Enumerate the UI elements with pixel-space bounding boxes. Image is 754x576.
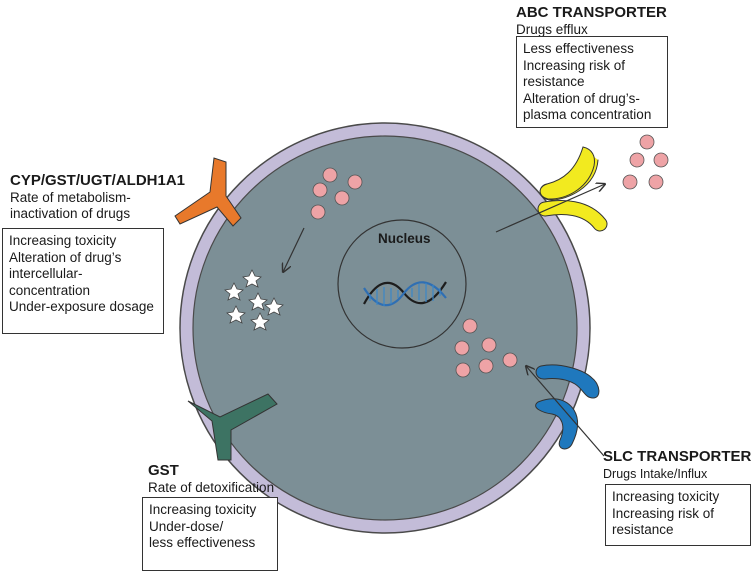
cyp-effect-line: concentration (9, 282, 91, 298)
abc-effect-line: resistance (523, 74, 585, 89)
gst-enzyme-icon (187, 393, 278, 461)
nucleus (337, 219, 467, 349)
abc-effects-box: Less effectiveness Increasing risk of re… (516, 36, 668, 128)
gst-effect-line: Under-dose/ (149, 518, 224, 534)
nucleus-label: Nucleus (378, 231, 431, 246)
dna-helix-icon (363, 281, 447, 307)
cyp-enzyme-icon (174, 157, 242, 227)
slc-transporter-title: SLC TRANSPORTER (603, 448, 752, 465)
gst-effects-box-outline: Increasing toxicity Under-dose/ less eff… (142, 497, 278, 571)
gst-effect-line: Increasing toxicity (149, 502, 257, 517)
metabolism-arrow (283, 227, 305, 272)
cyp-title: CYP/GST/UGT/ALDH1A1 (10, 172, 186, 189)
influx-arrow (526, 366, 605, 457)
abc-effect-line: plasma concentration (523, 107, 652, 122)
slc-effects-box: Increasing toxicity Increasing risk of r… (605, 484, 751, 546)
cyp-effect-line: intercellular- (9, 266, 83, 281)
metabolite-stars (224, 269, 284, 331)
gst-effect-line: less effectiveness (149, 535, 256, 550)
gst-subtitle: Rate of detoxification (148, 480, 275, 495)
drug-molecules-efflux (622, 134, 669, 190)
slc-transporter-lower-icon (535, 398, 579, 450)
cyp-effect-line: Increasing toxicity (9, 233, 117, 248)
cyp-subtitle-line: Rate of metabolism- (10, 190, 131, 205)
abc-transporter-subtitle: Drugs efflux (516, 22, 588, 37)
abc-effect-line: Increasing risk of (523, 57, 626, 73)
drug-molecules-influx (454, 318, 518, 378)
slc-effect-line: Increasing toxicity (612, 489, 720, 504)
slc-effect-line: resistance (612, 522, 674, 537)
slc-transporter-upper-icon (535, 364, 600, 399)
abc-effect-line: Less effectiveness (523, 41, 634, 56)
abc-transporter-upper-icon (539, 146, 595, 200)
drug-molecules-metabolism (310, 167, 363, 220)
slc-effect-line: Increasing risk of (612, 505, 715, 521)
slc-transporter-subtitle: Drugs Intake/Influx (603, 467, 708, 481)
abc-transporter-title: ABC TRANSPORTER (516, 4, 667, 21)
cyp-effect-line: Alteration of drug’s (9, 249, 122, 265)
efflux-arrow (495, 184, 605, 233)
cyp-effects-box: Increasing toxicity Alteration of drug’s… (2, 228, 164, 334)
abc-effect-line: Alteration of drug’s- (523, 90, 640, 106)
cyp-subtitle-line: inactivation of drugs (10, 206, 131, 221)
gst-title: GST (148, 462, 179, 479)
cyp-effect-line: Under-exposure dosage (9, 299, 154, 314)
